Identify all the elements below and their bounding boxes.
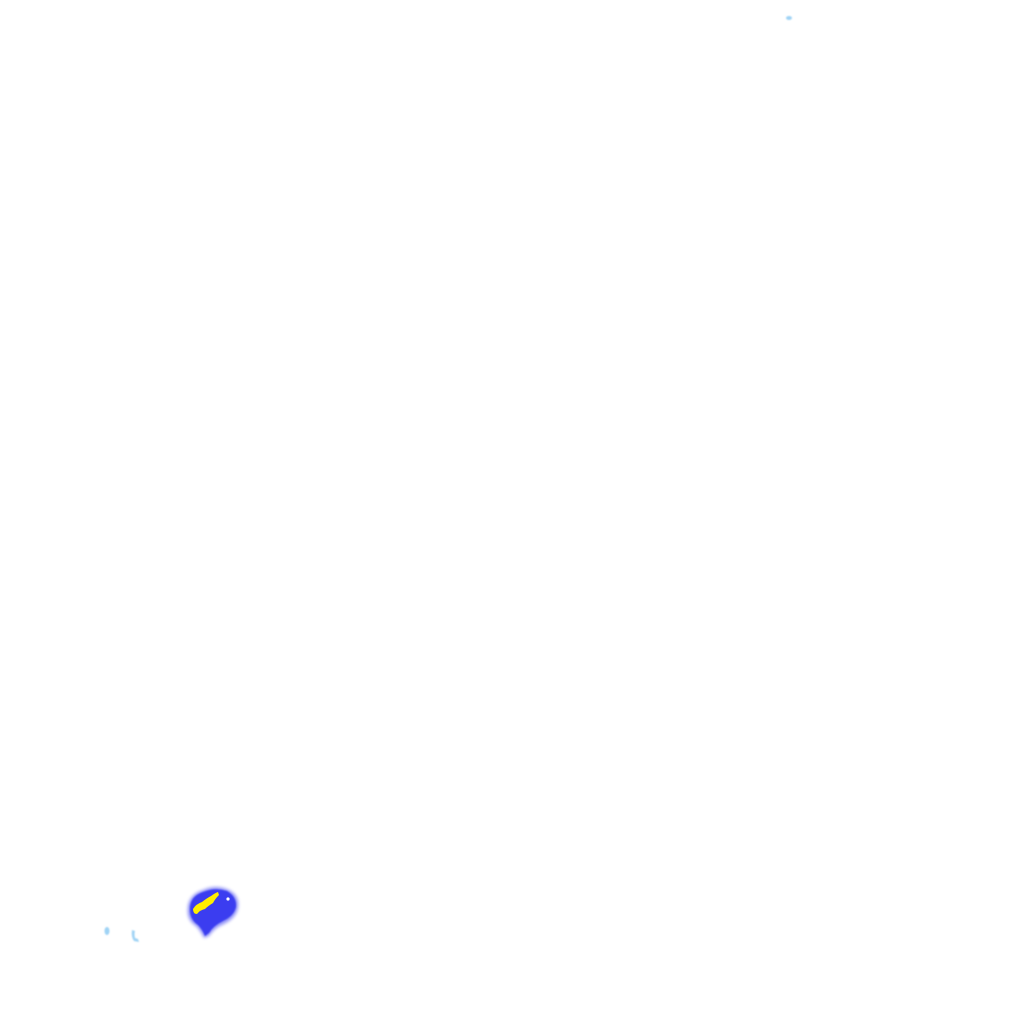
echo-cell-gap — [226, 897, 230, 901]
echo-cell-core — [193, 892, 219, 914]
echo-light-ne — [786, 16, 792, 20]
echo-cell-main — [189, 889, 237, 936]
echo-light-sw-2 — [131, 930, 139, 942]
echo-cell-group — [187, 887, 239, 938]
echo-light-sw-1 — [104, 927, 110, 935]
